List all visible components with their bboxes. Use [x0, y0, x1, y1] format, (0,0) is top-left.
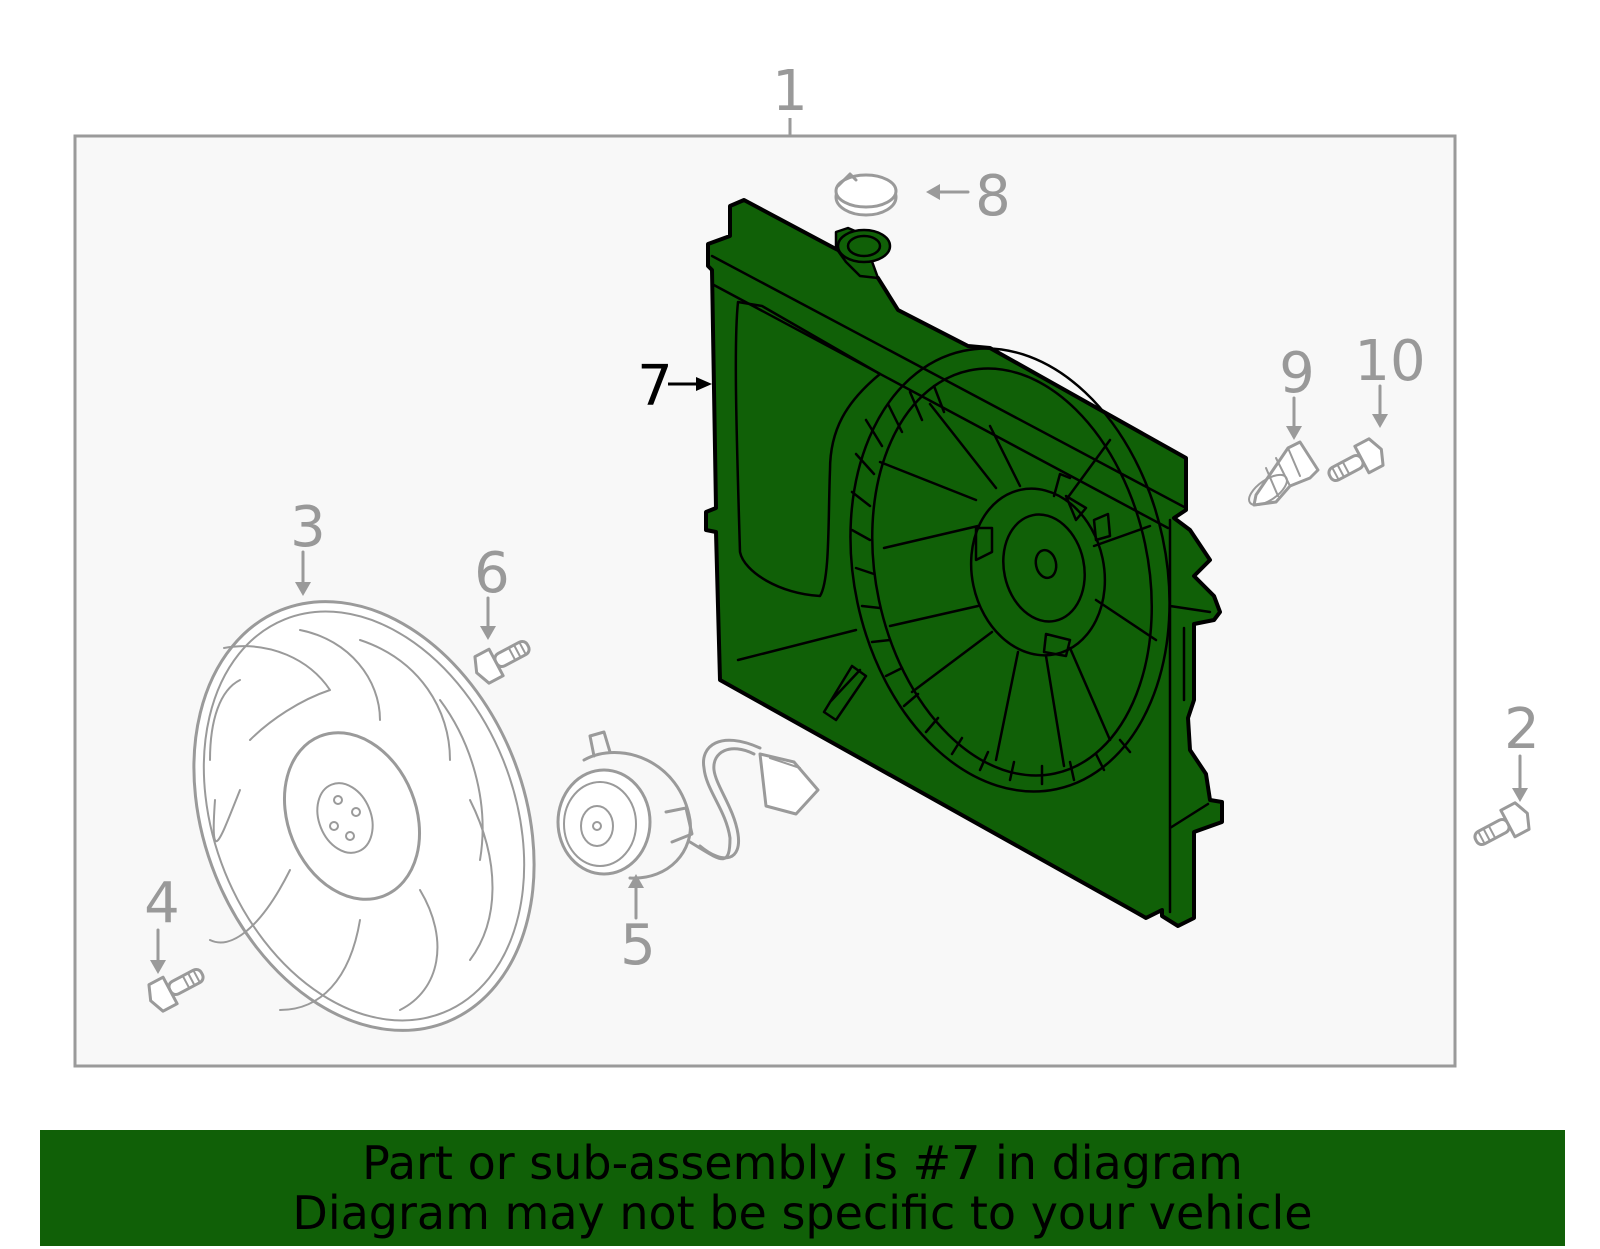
callout-3[interactable]: 3 — [290, 495, 326, 560]
arrow-6 — [480, 596, 496, 640]
arrow-10 — [1372, 384, 1388, 428]
fan-motor-icon[interactable] — [556, 730, 820, 880]
banner-line-2: Diagram may not be specific to your vehi… — [292, 1186, 1313, 1240]
callout-9[interactable]: 9 — [1279, 341, 1315, 406]
callout-2[interactable]: 2 — [1504, 697, 1540, 762]
cap-icon[interactable] — [834, 172, 898, 217]
arrow-4 — [150, 928, 166, 974]
fan-blade-icon[interactable] — [132, 550, 595, 1082]
arrow-2 — [1512, 754, 1528, 802]
callout-4[interactable]: 4 — [144, 871, 180, 936]
arrow-7 — [668, 377, 712, 391]
arrow-3 — [295, 550, 311, 596]
banner-line-1: Part or sub-assembly is #7 in diagram — [362, 1136, 1243, 1190]
arrow-8 — [926, 184, 970, 200]
fan-shroud-icon[interactable] — [704, 198, 1224, 928]
callout-8[interactable]: 8 — [975, 164, 1011, 229]
bolt-2[interactable] — [1469, 800, 1534, 854]
info-banner: Part or sub-assembly is #7 in diagram Di… — [40, 1130, 1565, 1246]
arrow-5 — [628, 874, 644, 920]
clip-icon[interactable] — [1244, 440, 1320, 511]
callout-10[interactable]: 10 — [1354, 329, 1425, 394]
bolt-4[interactable] — [144, 960, 209, 1014]
shroud-body[interactable] — [704, 198, 1224, 928]
arrow-9 — [1286, 396, 1302, 440]
callout-1[interactable]: 1 — [772, 59, 808, 124]
callout-7[interactable]: 7 — [637, 354, 673, 419]
bolt-icon[interactable] — [144, 436, 1535, 1014]
callout-5[interactable]: 5 — [620, 913, 656, 978]
bolt-6[interactable] — [470, 632, 535, 686]
bolt-10[interactable] — [1323, 436, 1388, 490]
callout-arrows — [150, 184, 1528, 974]
callout-6[interactable]: 6 — [474, 541, 510, 606]
